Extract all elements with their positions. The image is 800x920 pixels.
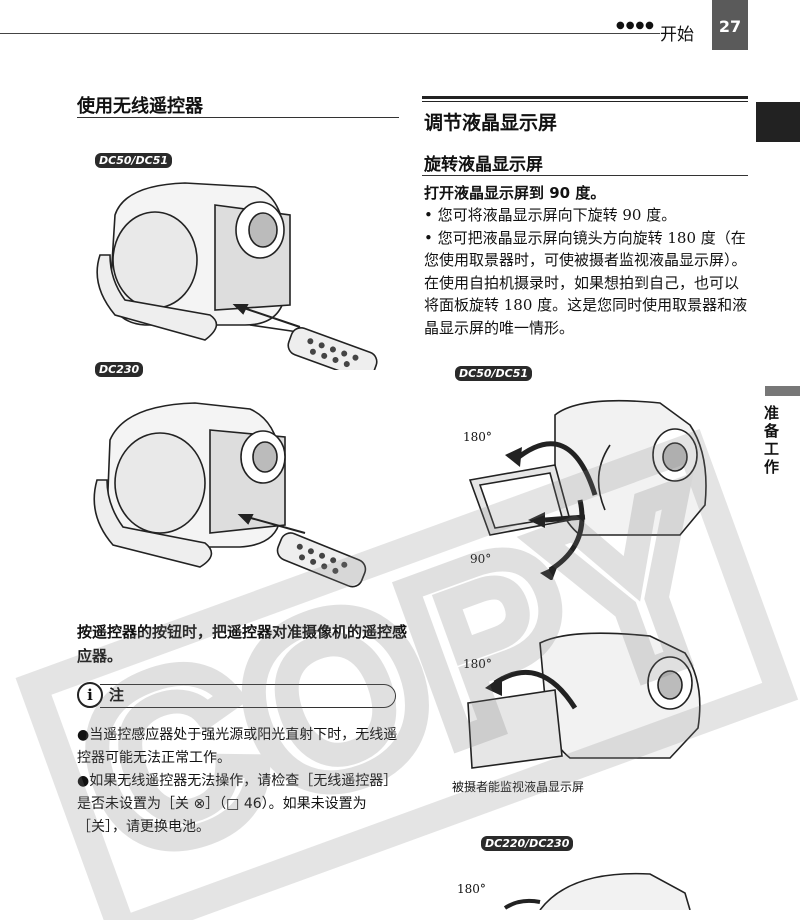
lcd-caption: 被摄者能监视液晶显示屏	[452, 780, 585, 794]
note-item: ●当遥控感应器处于强光源或阳光直射下时，无线遥控器可能无法正常工作。	[77, 727, 398, 766]
page-number: 27	[712, 0, 748, 50]
model-badge-dc50: DC50/DC51	[95, 153, 173, 168]
model-badge-dc50-right: DC50/DC51	[455, 366, 533, 381]
lcd-rotate-illustration-3	[503, 872, 691, 910]
rotate-lcd-subheading: 旋转液晶显示屏	[424, 155, 543, 175]
angle-label: 180°	[463, 430, 492, 444]
info-icon: i	[77, 682, 103, 708]
angle-label: 180°	[457, 882, 486, 896]
side-tab-marker	[756, 102, 800, 142]
bullet-item: • 您可把液晶显示屏向镜头方向旋转 180 度（在您使用取景器时，可使被摄者监视…	[424, 228, 748, 337]
note-header-box	[100, 684, 396, 708]
header-dots: ●●●●	[616, 20, 655, 31]
section-rule-thin	[422, 101, 748, 102]
camcorder-remote-illustration-2	[93, 402, 367, 588]
angle-label: 90°	[470, 552, 492, 566]
angle-label: 180°	[463, 657, 492, 671]
camcorder-remote-illustration-1	[96, 182, 378, 370]
lcd-bullets: • 您可将液晶显示屏向下旋转 90 度。 • 您可把液晶显示屏向镜头方向旋转 1…	[424, 204, 752, 340]
note-list: ●当遥控感应器处于强光源或阳光直射下时，无线遥控器可能无法正常工作。 ●如果无线…	[77, 724, 407, 839]
note-label: 注	[109, 686, 125, 704]
lcd-rotate-illustration	[468, 399, 707, 580]
remote-instruction: 按遥控器的按钮时，把遥控器对准摄像机的遥控感应器。	[77, 623, 408, 665]
side-tab-bar	[765, 386, 800, 396]
lcd-flip-illustration	[467, 632, 701, 769]
heading-rule	[77, 117, 399, 118]
section-rule-thick	[422, 96, 748, 99]
wireless-remote-heading: 使用无线遥控器	[77, 96, 203, 117]
side-tab-label: 准备工作	[762, 405, 780, 477]
model-badge-dc220: DC220/DC230	[481, 836, 574, 851]
model-badge-dc230: DC230	[95, 362, 144, 377]
step-open-lcd: 打开液晶显示屏到 90 度。	[424, 184, 606, 202]
note-item: ●如果无线遥控器无法操作，请检查［无线遥控器］是否未设置为［关 ⊗］（□ 46）…	[77, 773, 398, 835]
section-title: 开始	[660, 25, 694, 45]
bullet-item: • 您可将液晶显示屏向下旋转 90 度。	[424, 206, 677, 224]
header-rule	[0, 33, 660, 34]
adjust-lcd-heading: 调节液晶显示屏	[424, 112, 558, 134]
subheading-rule	[422, 175, 748, 176]
